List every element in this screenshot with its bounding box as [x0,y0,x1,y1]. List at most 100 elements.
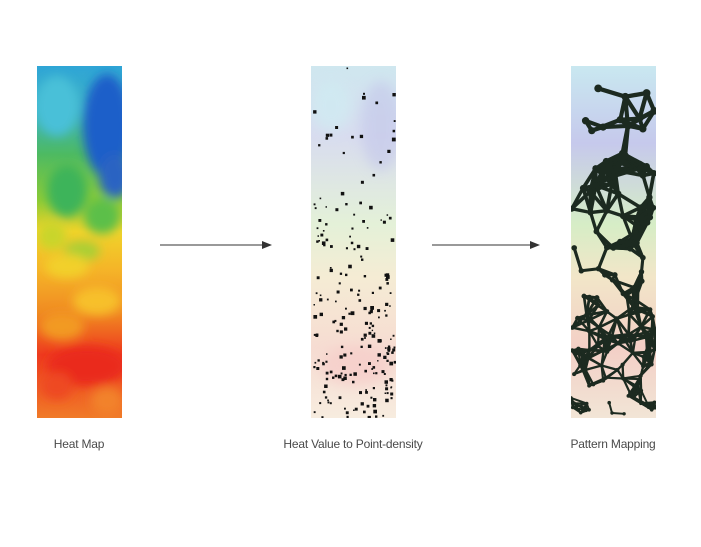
density-point [386,282,389,285]
density-point [313,315,318,319]
point-density-caption: Heat Value to Point-density [283,437,423,451]
density-point [382,414,385,417]
pattern-node [571,405,575,410]
pattern-node [609,277,615,283]
pattern-node [576,346,581,351]
pattern-node [578,268,584,274]
right-arrow-icon [432,238,540,252]
pattern-node [610,173,617,180]
density-point [365,389,367,391]
density-point [337,374,342,379]
density-point [371,334,376,338]
density-point [392,334,395,337]
pattern-strand [641,173,652,200]
density-point [363,275,367,278]
pattern-strand [610,278,636,289]
density-point [371,324,375,328]
pattern-node [652,346,656,352]
pattern-node [586,356,591,361]
pattern-node [647,307,653,312]
heat-map-caption: Heat Map [53,437,105,451]
pattern-node [579,184,587,192]
pattern-strand [615,305,635,321]
density-point [359,134,364,139]
pattern-node [587,328,592,334]
density-point [339,272,343,275]
voronoi-pattern [571,84,656,416]
density-point [339,330,343,334]
pattern-node [637,204,644,211]
density-point [379,161,382,164]
density-point [372,173,376,177]
density-point [360,180,364,184]
density-point [372,404,377,408]
density-point [378,316,380,319]
density-point [326,298,329,301]
density-point [345,411,349,415]
density-point [391,137,396,142]
pattern-strand [597,317,619,329]
pattern-strand [621,214,643,231]
pattern-node [633,333,638,338]
density-point [317,359,320,362]
density-point [366,227,369,229]
pattern-strand [639,363,653,377]
pattern-strand [571,326,591,333]
pattern-node [572,372,577,377]
pattern-strand [644,336,656,351]
density-point [370,396,373,399]
pattern-strand [633,298,652,311]
pattern-node [639,388,644,393]
density-point [390,238,395,242]
pattern-strand [604,191,621,213]
pattern-strand [640,389,649,406]
pattern-strand [588,348,609,353]
pattern-strand [615,317,630,336]
pattern-strand [610,317,619,338]
pattern-node [609,333,615,339]
density-point [344,407,346,410]
density-point [370,306,374,310]
pattern-node [596,325,602,330]
pattern-node [631,284,637,291]
pattern-strand [610,333,630,338]
density-point [342,366,346,370]
pattern-node [624,292,630,298]
pattern-node [572,350,577,355]
pattern-node [587,209,594,216]
pattern-node [639,172,647,179]
density-point [332,320,336,324]
density-point [362,95,366,100]
density-point [345,247,348,250]
density-point [324,384,328,388]
density-point [338,396,342,400]
density-point [393,346,396,349]
pattern-node [644,335,649,340]
density-point [346,415,349,418]
pattern-node [627,312,632,317]
density-point [386,214,389,216]
pattern-strand [594,229,616,250]
point-density-panel [311,66,396,418]
density-point [384,309,386,312]
pattern-strand [623,123,630,158]
pattern-node [641,364,646,369]
density-point [383,355,387,359]
density-point [390,392,394,396]
pattern-node [634,240,640,246]
pattern-strand [585,296,599,317]
pattern-node [595,266,602,272]
pattern-node [643,163,650,170]
density-point [316,227,319,230]
density-point [321,241,326,245]
pattern-node [595,302,601,308]
density-point [325,223,328,226]
density-point [387,349,391,352]
density-point [327,399,329,402]
pattern-strand [596,86,628,99]
pattern-node [652,400,656,405]
density-point [393,120,396,122]
pattern-node [652,327,656,333]
pattern-node [593,228,600,235]
density-point [373,332,376,334]
